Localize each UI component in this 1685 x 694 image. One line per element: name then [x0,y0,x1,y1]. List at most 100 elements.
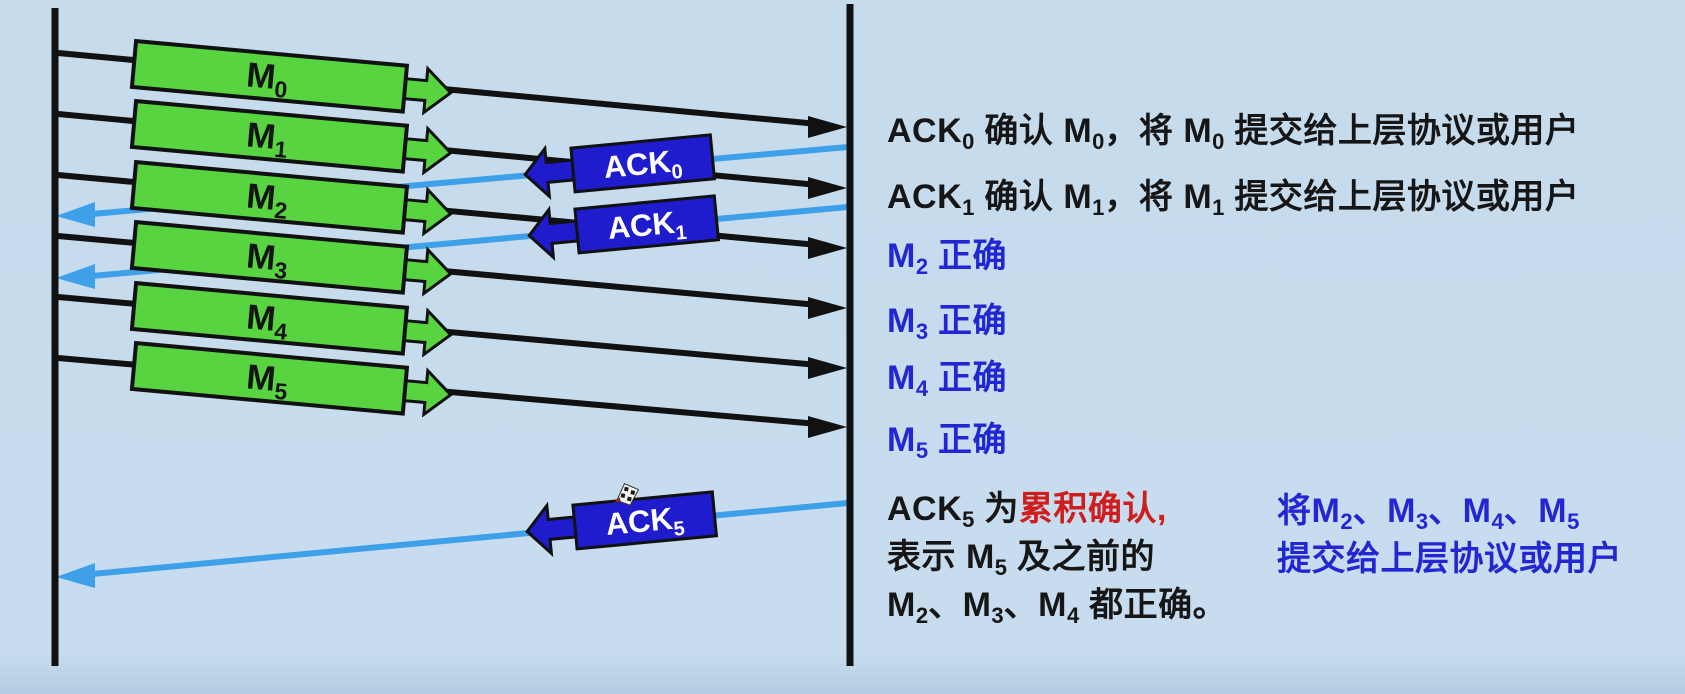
text-segment: 将M [1277,492,1341,530]
text-segment: 提交给上层协议或用户 [1224,178,1580,216]
text-segment: 表示 M [887,538,995,576]
text-segment: M [887,302,916,340]
text-segment: 、M [1503,492,1568,530]
text-segment: 累积确认, [1018,490,1167,528]
text-segment: 正确 [928,359,1008,397]
text-segment: 、M [928,586,992,624]
subscript: 5 [962,507,975,532]
text-segment: 正确 [928,237,1008,275]
frame-m4-arrow-icon [402,307,453,358]
annotation-m3-correct: M3 正确 [887,301,1007,345]
ack5-label: ACK5 [604,500,686,547]
frame-m5-label: M5 [244,357,290,405]
text-segment: 提交给上层协议或用户 [1277,540,1622,578]
cumulative-ack-line1: ACK5 为累积确认, [887,487,1227,535]
subscript: 4 [1066,603,1080,628]
frame-m1-label: M1 [244,115,290,163]
annotation-m5-correct: M5 正确 [887,420,1007,464]
subscript: 0 [962,129,975,154]
text-segment: 正确 [928,421,1008,459]
m2-arrowhead-icon [808,237,847,259]
frame-m3-label: M3 [244,236,290,284]
frame-m0-label: M0 [244,55,290,103]
text-segment: 、M [1352,492,1416,530]
m3-arrowhead-icon [808,297,847,319]
subscript: 5 [915,438,929,463]
frame-m4-label: M4 [244,297,290,345]
text-segment: 正确 [928,302,1008,340]
text-segment: 、M [1428,492,1492,530]
subscript: 2 [1340,509,1353,534]
deliver-line1: 将M2、M3、M4、M5 [1277,489,1622,537]
frame-m3-box [129,219,410,295]
text-segment: 都正确。 [1079,586,1228,624]
subscript: 4 [915,376,929,401]
frame-m5-arrow-icon [402,367,453,418]
frame-m1-arrow-icon [402,125,453,176]
text-segment: M [887,421,916,459]
deliver-line2: 提交给上层协议或用户 [1277,537,1622,582]
subscript: 1 [962,195,975,220]
subscript: 5 [994,555,1008,580]
annotation-cumulative-ack: ACK5 为累积确认, 表示 M5 及之前的 M2、M3、M4 都正确。 [887,487,1227,631]
frame-m2-arrow-icon [402,186,453,237]
ack5-line [91,500,849,577]
text-segment: 确认 M [974,178,1093,216]
ack0-frame: ACK0 [523,133,717,201]
text-segment: M [887,359,916,397]
annotation-ack0: ACK0 确认 M0，将 M0 提交给上层协议或用户 [887,111,1579,155]
text-segment: ，将 M [1104,112,1213,150]
text-segment: 确认 M [974,112,1093,150]
text-segment: M [887,237,916,275]
text-segment: 为 [974,490,1019,528]
m4-arrowhead-icon [808,357,847,379]
frame-m0-box [129,38,410,114]
frame-m5-box [129,340,410,416]
pen-cursor-icon [607,475,644,515]
frame-m1-box [129,98,410,174]
ack0-arrow-icon [523,144,579,201]
ack5-frame: ACK5 [525,490,719,558]
text-segment: ，将 M [1104,178,1213,216]
frame-m2: M2 [129,159,453,237]
ack1-left-arrowhead-icon [56,264,95,289]
ack5-left-arrowhead-icon [56,563,95,588]
text-segment: ACK [887,178,963,216]
frame-m2-box [129,159,410,235]
text-segment: 及之前的 [1007,538,1155,576]
subscript: 1 [1092,195,1105,220]
frame-m1: M1 [129,98,453,176]
frame-m0: M0 [129,38,453,116]
frame-m4-box [129,280,410,356]
m1-arrowhead-icon [808,177,847,199]
subscript: 3 [1415,509,1429,534]
frame-m5: M5 [129,340,453,418]
ack0-label: ACK0 [602,143,684,190]
cumulative-ack-line2: 表示 M5 及之前的 [887,535,1227,583]
frame-m4: M4 [129,280,453,358]
subscript: 2 [915,254,929,279]
ack0-left-arrowhead-icon [56,202,95,227]
text-segment: 、M [1003,586,1067,624]
text-segment: 提交给上层协议或用户 [1224,112,1580,150]
annotation-ack1: ACK1 确认 M1，将 M1 提交给上层协议或用户 [887,177,1579,221]
ack-frames: ACK0 ACK1 ACK5 [523,133,721,558]
ack1-arrow-icon [527,205,583,262]
annotation-m4-correct: M4 正确 [887,358,1007,402]
subscript: 3 [991,603,1004,628]
ack0-box [569,133,717,194]
cumulative-ack-line3: M2、M3、M4 都正确。 [887,583,1227,631]
frame-m3-arrow-icon [402,246,453,297]
annotation-m2-correct: M2 正确 [887,236,1007,280]
subscript: 5 [1567,509,1580,534]
subscript: 2 [915,603,929,628]
ack1-frame: ACK1 [527,194,721,262]
text-segment: ACK [887,112,963,150]
frame-m2-label: M2 [244,176,290,224]
subscript: 3 [915,319,929,344]
m5-arrowhead-icon [808,416,847,438]
subscript: 1 [1212,195,1225,220]
subscript: 0 [1212,129,1225,154]
